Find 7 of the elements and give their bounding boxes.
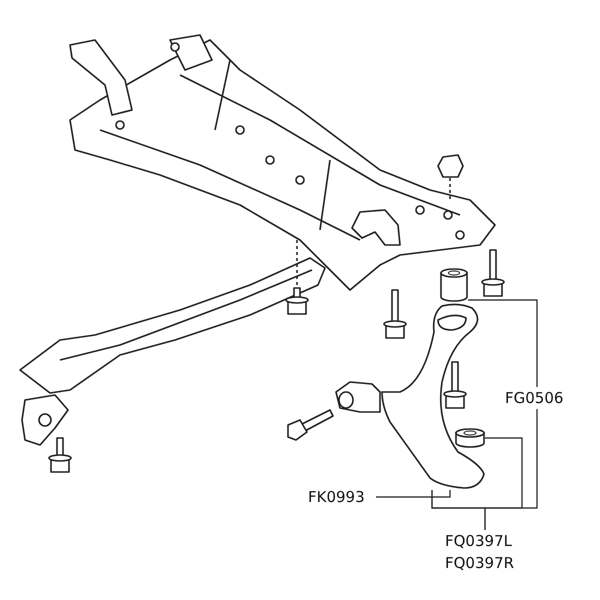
- leader-line: [376, 490, 451, 498]
- part-number: FQ0397R: [445, 553, 516, 574]
- part-number: FQ0397L: [445, 531, 513, 552]
- part-number: FK0993: [308, 487, 366, 508]
- part-number: FG0506: [505, 388, 564, 409]
- leader-line: [468, 299, 538, 387]
- leader-line: [484, 437, 523, 530]
